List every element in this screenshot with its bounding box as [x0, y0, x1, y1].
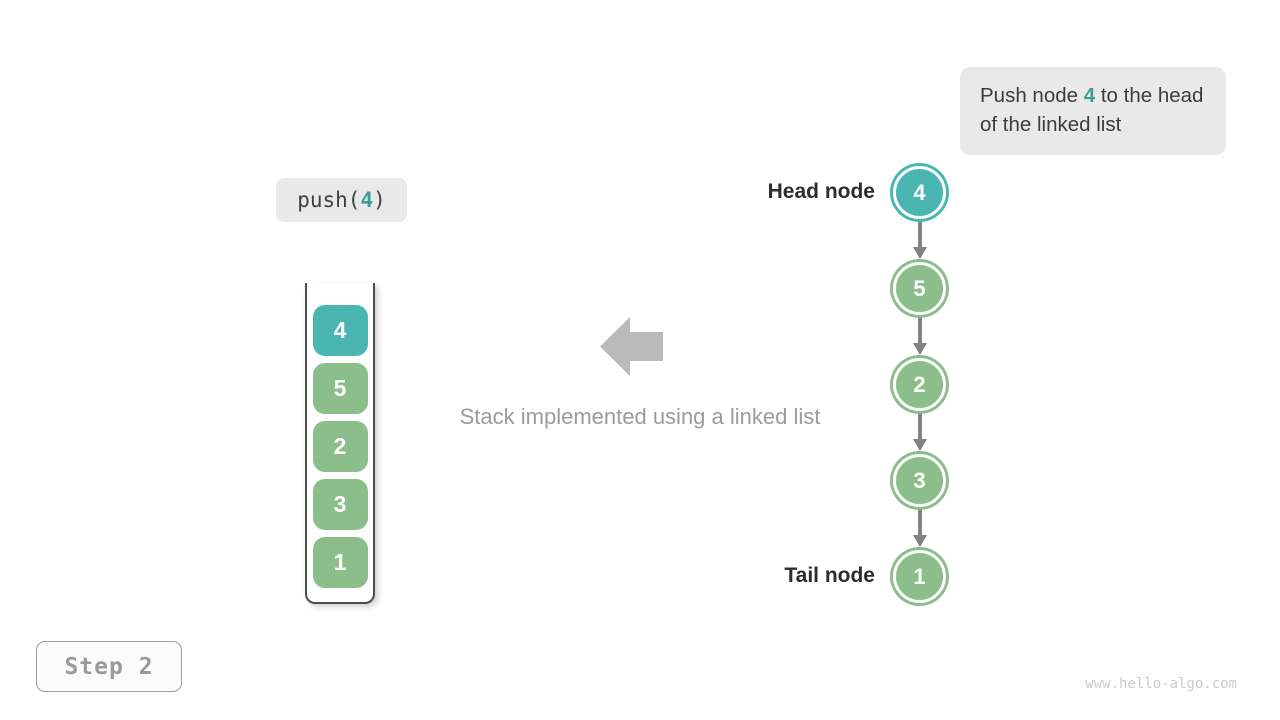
- linked-list-node: 1: [893, 550, 946, 603]
- stack-container: 4 5 2 3 1: [305, 283, 375, 604]
- step-label: Step 2: [64, 653, 154, 680]
- watermark-text: www.hello-algo.com: [1085, 676, 1237, 692]
- stack-item-value: 2: [333, 433, 347, 459]
- stack-item: 4: [312, 305, 368, 356]
- operation-value: 4: [360, 188, 374, 212]
- arrow-down-icon: [913, 318, 927, 355]
- stack-item: 1: [312, 537, 368, 588]
- linked-list-node: 4: [893, 166, 946, 219]
- stack-item-value: 4: [333, 317, 347, 343]
- stack-item: 3: [312, 479, 368, 530]
- tail-node-label: Tail node: [784, 564, 875, 587]
- hint-text-suffix: to the head of the linked list: [980, 84, 1204, 136]
- node-value: 5: [913, 275, 926, 301]
- push-operation-box: push(4): [276, 178, 407, 222]
- linked-list-node: 5: [893, 262, 946, 315]
- caption-text: Stack implemented using a linked list: [459, 404, 821, 429]
- arrow-down-icon: [913, 510, 927, 547]
- hint-text-prefix: Push node: [980, 84, 1084, 107]
- node-value: 3: [913, 467, 926, 493]
- arrow-down-icon: [913, 414, 927, 451]
- node-value: 4: [913, 179, 926, 205]
- left-block-arrow-icon: [600, 317, 663, 376]
- stack-item-value: 1: [333, 549, 347, 575]
- stack-item-value: 5: [333, 375, 347, 401]
- stack-item-value: 3: [333, 491, 347, 517]
- hint-highlight-value: 4: [1083, 84, 1096, 107]
- node-value: 2: [913, 371, 926, 397]
- arrow-down-icon: [913, 222, 927, 259]
- linked-list-node: 3: [893, 454, 946, 507]
- operation-prefix: push(: [297, 188, 361, 212]
- operation-suffix: ): [373, 188, 386, 212]
- step-badge: Step 2: [36, 641, 182, 692]
- stack-item: 2: [312, 421, 368, 472]
- hint-box: Push node 4 to the head of the linked li…: [960, 67, 1226, 155]
- node-value: 1: [913, 563, 926, 589]
- head-node-label: Head node: [767, 180, 875, 203]
- stack-item: 5: [312, 363, 368, 414]
- linked-list-node: 2: [893, 358, 946, 411]
